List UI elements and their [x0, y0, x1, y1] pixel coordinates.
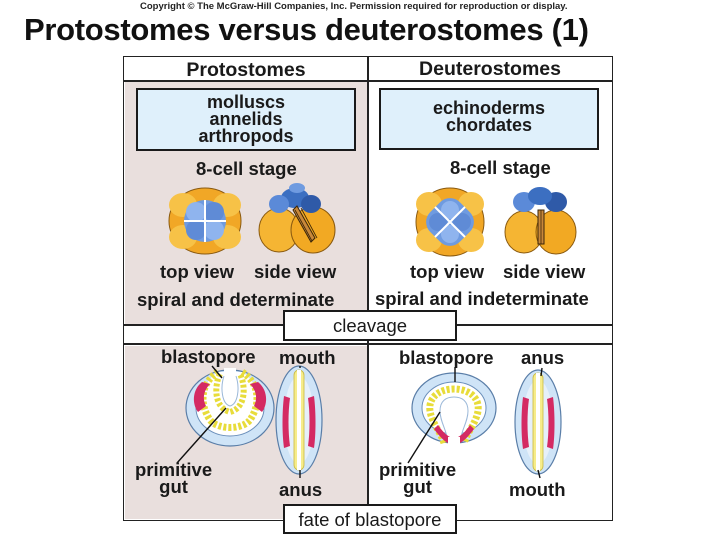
deuterostome-primitive-gut-text: primitive gut — [379, 459, 457, 497]
group-molluscs: molluscs — [206, 92, 286, 112]
protostome-groups-box: molluscs annelids arthropods — [136, 88, 356, 151]
deuterostome-stage-label: 8-cell stage — [450, 157, 551, 178]
deuterostome-gastrula-illustration — [411, 372, 497, 445]
group-annelids: annelids — [209, 109, 283, 129]
protostome-cleavage-type: spiral and determinate — [137, 289, 335, 310]
deuterostome-side-view-label: side view — [503, 261, 586, 282]
protostome-side-view-label: side view — [254, 261, 337, 282]
copyright-notice: Copyright © The McGraw-Hill Companies, I… — [140, 1, 568, 12]
deuterostome-blastopore-label: blastopore — [399, 347, 494, 368]
protostome-blastopore-label: blastopore — [161, 346, 256, 367]
protostome-top-view-label: top view — [160, 261, 235, 282]
deuterostome-top-view-label: top view — [410, 261, 485, 282]
slide-title: Protostomes versus deuterostomes (1) — [24, 12, 589, 47]
protostomes-header: Protostomes — [186, 59, 306, 81]
fate-of-blastopore-tag: fate of blastopore — [283, 504, 457, 534]
group-echinoderms: echinoderms — [432, 98, 546, 118]
protostome-primitive-gut-label: primitive gut — [135, 459, 213, 497]
deuterostome-groups-box: echinoderms chordates — [379, 88, 599, 150]
section-divider-bottom — [124, 343, 612, 345]
protostome-top-view-illustration — [168, 187, 242, 255]
protostome-gastrula-illustration — [185, 368, 275, 447]
deuterostome-primitive-gut-label: primitive gut — [379, 459, 457, 497]
deuterostome-anus-label: anus — [521, 347, 565, 368]
group-chordates: chordates — [445, 115, 533, 135]
protostome-primitive-gut-text: primitive gut — [135, 459, 213, 497]
column-divider — [367, 57, 369, 519]
deuterostome-mouth-label: mouth — [509, 479, 566, 500]
deuterostome-embryo-illustration — [514, 369, 562, 475]
deuterostome-cleavage-type: spiral and indeterminate — [375, 288, 589, 309]
protostome-mouth-label: mouth — [279, 347, 336, 368]
deuterostome-side-view-illustration — [504, 187, 577, 255]
deuterostomes-header: Deuterostomes — [419, 58, 561, 80]
cleavage-tag: cleavage — [283, 310, 457, 341]
deuterostome-top-view-illustration — [415, 187, 485, 257]
header-divider — [124, 80, 612, 82]
group-arthropods: arthropods — [198, 126, 294, 146]
protostome-embryo-illustration — [275, 365, 323, 475]
protostome-stage-label: 8-cell stage — [196, 158, 297, 179]
protostome-anus-label: anus — [279, 479, 323, 500]
protostome-side-view-illustration — [258, 183, 336, 254]
